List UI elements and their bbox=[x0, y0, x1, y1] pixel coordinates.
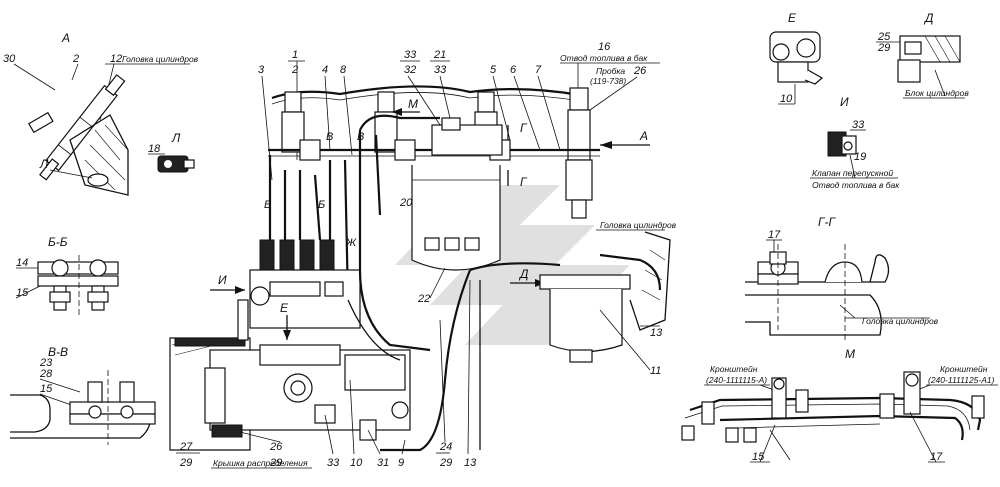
callout-18: 18 bbox=[148, 143, 161, 155]
callout-1: 1 bbox=[292, 49, 298, 61]
view-gg: Г-Г 17 Головка цилиндров bbox=[745, 215, 939, 340]
callout-31: 31 bbox=[377, 457, 389, 469]
callout-12: 12 bbox=[110, 53, 122, 65]
callout-32: 32 bbox=[404, 64, 416, 76]
callout-26-bottom: 26 bbox=[269, 441, 283, 453]
arrow-label-m: М bbox=[408, 97, 418, 111]
plug-caption2: (119-738) bbox=[590, 76, 626, 86]
callout-6: 6 bbox=[510, 64, 517, 76]
view-a: А 30 2 12 Головка цилиндров Л bbox=[3, 31, 199, 196]
view-gg-caption: Головка цилиндров bbox=[862, 316, 939, 326]
view-i-title: И bbox=[840, 95, 849, 109]
view-a-caption: Головка цилиндров bbox=[122, 54, 199, 64]
view-i-caption2: Отвод топлива в бак bbox=[812, 180, 900, 190]
view-i-caption1: Клапан перепускной bbox=[812, 168, 893, 178]
callout-25: 25 bbox=[877, 31, 891, 43]
view-vv: В-В 23 28 15 bbox=[10, 345, 156, 445]
bracket1-code: (240-1111115-А) bbox=[706, 375, 767, 385]
arrow-label-v2: В bbox=[357, 131, 364, 143]
arrow-label-e: Е bbox=[280, 301, 289, 315]
callout-16: 16 bbox=[598, 41, 611, 53]
arrow-label-b2: Б bbox=[318, 199, 325, 211]
plug-caption1: Пробка bbox=[596, 66, 625, 76]
callout-13-right: 13 bbox=[650, 327, 663, 339]
arrow-label-i: И bbox=[218, 273, 227, 287]
callout-9: 9 bbox=[398, 457, 404, 469]
arrow-label-g2: Г bbox=[520, 175, 528, 189]
callout-14: 14 bbox=[16, 257, 28, 269]
view-m-title: М bbox=[845, 347, 855, 361]
callout-11: 11 bbox=[650, 365, 661, 377]
callout-29-b: 29 bbox=[269, 457, 282, 469]
drain-caption: Отвод топлива в бак bbox=[560, 53, 648, 63]
callout-5: 5 bbox=[490, 64, 497, 76]
view-a-title: А bbox=[61, 31, 70, 45]
view-vv-title: В-В bbox=[48, 345, 68, 359]
callout-33-i: 33 bbox=[852, 119, 865, 131]
callout-2-top: 2 bbox=[291, 64, 298, 76]
view-e-title: Е bbox=[788, 11, 797, 25]
view-bb: Б-Б 14 15 bbox=[15, 235, 119, 318]
callout-33-bottom: 33 bbox=[327, 457, 340, 469]
callout-2: 2 bbox=[72, 53, 79, 65]
callout-26-top: 26 bbox=[633, 65, 647, 77]
callout-29-c: 29 bbox=[439, 457, 452, 469]
view-d: Д 25 29 Блок цилиндров bbox=[876, 11, 969, 99]
callout-28: 28 bbox=[39, 368, 53, 380]
bracket1-name: Кронштейн bbox=[710, 364, 758, 374]
callout-24: 24 bbox=[439, 441, 452, 453]
callout-15b: 15 bbox=[40, 383, 53, 395]
arrow-label-zh: Ж bbox=[345, 237, 357, 249]
cover-caption: Крышка распределения bbox=[213, 458, 308, 468]
callout-23: 23 bbox=[39, 357, 53, 369]
bracket2-name: Кронштейн bbox=[940, 364, 988, 374]
callout-8: 8 bbox=[340, 64, 347, 76]
callout-33-b: 33 bbox=[434, 64, 447, 76]
callout-20: 20 bbox=[399, 197, 413, 209]
callout-30: 30 bbox=[3, 53, 16, 65]
arrow-label-d: Д bbox=[518, 267, 529, 281]
arrow-label-b1: Б bbox=[264, 199, 271, 211]
head-caption: Головка цилиндров bbox=[600, 220, 677, 230]
view-gg-title: Г-Г bbox=[818, 215, 837, 229]
view-d-title: Д bbox=[923, 11, 934, 25]
callout-4: 4 bbox=[322, 64, 328, 76]
callout-10-e: 10 bbox=[780, 93, 793, 105]
callout-17-m: 17 bbox=[930, 451, 943, 463]
callout-3: 3 bbox=[258, 64, 265, 76]
callout-22: 22 bbox=[417, 293, 430, 305]
callout-29-a: 29 bbox=[179, 457, 192, 469]
callout-19: 19 bbox=[854, 151, 866, 163]
view-m: М Кронштейн (240-1111115-А) Кронштейн (2… bbox=[681, 347, 998, 463]
view-e: Е 10 bbox=[769, 11, 824, 105]
view-d-caption: Блок цилиндров bbox=[905, 88, 969, 98]
bracket2-code: (240-1111125-А1) bbox=[928, 375, 995, 385]
arrow-label-a: А bbox=[639, 129, 648, 143]
callout-33-a: 33 bbox=[404, 49, 417, 61]
callout-13-bottom: 13 bbox=[464, 457, 477, 469]
arrow-label-v1: В bbox=[326, 131, 333, 143]
callout-7: 7 bbox=[535, 64, 542, 76]
callout-29-d: 29 bbox=[877, 42, 890, 54]
section-label-l: Л bbox=[39, 157, 49, 171]
arrow-label-g1: Г bbox=[520, 121, 528, 135]
callout-10: 10 bbox=[350, 457, 363, 469]
callout-21: 21 bbox=[433, 49, 446, 61]
callout-15-m: 15 bbox=[752, 451, 765, 463]
callout-17-gg: 17 bbox=[768, 229, 781, 241]
callout-27: 27 bbox=[179, 441, 193, 453]
view-l: Л 18 bbox=[148, 131, 195, 173]
view-i: И 33 19 Клапан перепускной Отвод топлива… bbox=[810, 95, 900, 190]
view-bb-title: Б-Б bbox=[48, 235, 68, 249]
view-l-title: Л bbox=[171, 131, 181, 145]
main-assembly: 1 2 3 4 8 33 32 21 33 5 6 7 16 Отвод топ… bbox=[169, 41, 677, 469]
